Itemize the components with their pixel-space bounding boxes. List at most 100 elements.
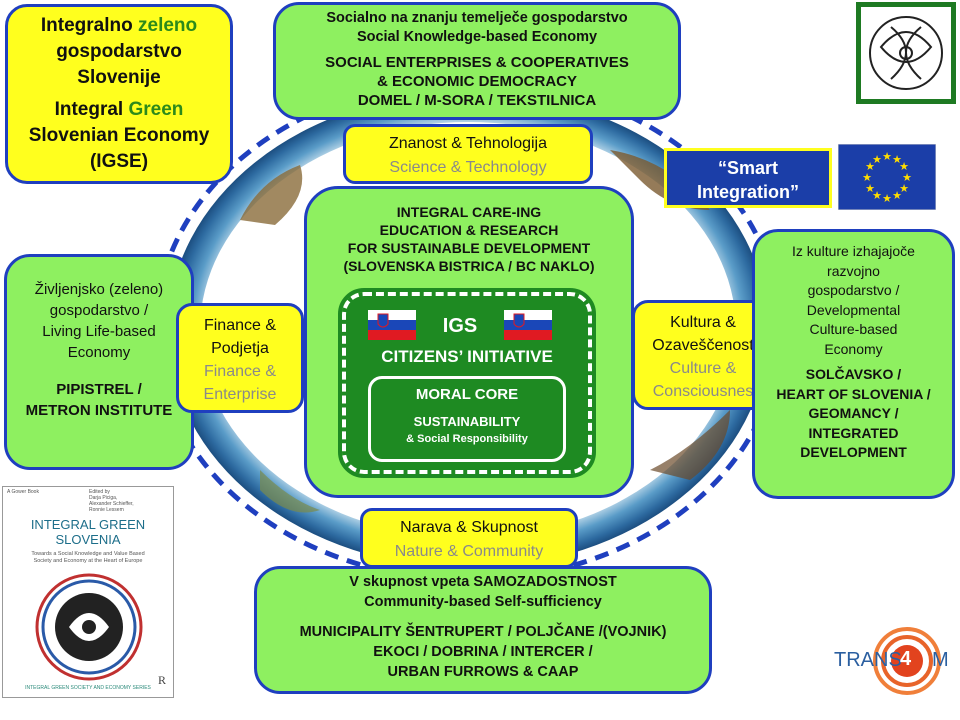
- culture-sl-2: Ozaveščenost: [652, 337, 754, 354]
- culture-line-10: INTEGRATED: [808, 424, 899, 441]
- book-subtitle-2: Society and Economy at the Heart of Euro…: [33, 558, 143, 564]
- igse-title-en-1: Integral: [54, 99, 129, 120]
- svg-text:★: ★: [872, 189, 882, 202]
- culture-line-8: HEART OF SLOVENIA /: [776, 385, 931, 402]
- finance-enterprise-box: Finance & Podjetja Finance & Enterprise: [176, 303, 304, 413]
- igs-citizens-box: IGS CITIZENS’ INITIATIVE MORAL CORE SUST…: [338, 288, 596, 478]
- igs-title: IGS: [442, 315, 478, 337]
- culture-line-3: gospodarstvo /: [807, 282, 900, 298]
- igse-title-box: Integralno zeleno gospodarstvo Slovenije…: [5, 4, 233, 184]
- sustainability-label: SUSTAINABILITY: [413, 414, 521, 429]
- smart-integration-label: “Smart Integration”: [697, 158, 799, 202]
- book-cover: A Gower Book Edited by Darja Piciga, Ale…: [2, 486, 174, 698]
- self-line-2: EKOCI / DOBRINA / INTERCER /: [373, 644, 593, 660]
- culture-line-1: Iz kulture izhajajoče: [792, 243, 915, 259]
- svg-text:★: ★: [865, 182, 875, 195]
- trans4m-text-left: TRANS: [834, 649, 902, 671]
- care-line-2: EDUCATION & RESEARCH: [379, 222, 559, 238]
- book-editor-2: Alexander Schieffer,: [89, 501, 134, 507]
- book-publisher: A Gower Book: [7, 489, 39, 495]
- book-title-1: INTEGRAL GREEN: [30, 517, 146, 532]
- svg-text:★: ★: [899, 160, 909, 173]
- living-line-2: gospodarstvo /: [49, 302, 149, 319]
- living-life-box: Življenjsko (zeleno) gospodarstvo / Livi…: [4, 254, 194, 470]
- eu-flag-icon: ★★★★ ★★★★ ★★★★: [838, 144, 936, 210]
- self-line-3: URBAN FURROWS & CAAP: [387, 664, 579, 680]
- igse-title-en-green: Green: [128, 99, 184, 120]
- igs-subtitle: CITIZENS’ INITIATIVE: [381, 347, 553, 366]
- nature-label-sl: Narava & Skupnost: [400, 519, 538, 536]
- living-line-6: METRON INSTITUTE: [25, 402, 173, 419]
- circle-hands-logo: [856, 2, 956, 104]
- care-line-1: INTEGRAL CARE-ING: [396, 204, 542, 220]
- social-knowledge-box: Socialno na znanju temelječe gospodarstv…: [273, 2, 681, 120]
- living-line-1: Življenjsko (zeleno): [34, 281, 164, 298]
- book-editors: Edited by Darja Piciga, Alexander Schief…: [89, 489, 134, 513]
- nature-community-box: Narava & Skupnost Nature & Community: [360, 508, 578, 568]
- finance-en-2: Enterprise: [203, 386, 277, 403]
- social-line-1: SOCIAL ENTERPRISES & COOPERATIVES: [325, 54, 629, 71]
- culture-sl-1: Kultura &: [670, 314, 736, 331]
- finance-sl-2: Podjetja: [211, 340, 269, 357]
- self-sufficiency-box: V skupnost vpeta SAMOZADOSTNOST Communit…: [254, 566, 712, 694]
- social-title-en: Social Knowledge-based Economy: [356, 29, 598, 45]
- book-subtitle-1: Towards a Social Knowledge and Value Bas…: [31, 551, 145, 557]
- svg-text:★: ★: [892, 153, 902, 166]
- nature-label-en: Nature & Community: [394, 543, 544, 560]
- igse-title-sl-3: Slovenije: [77, 67, 161, 88]
- care-line-3: FOR SUSTAINABLE DEVELOPMENT: [347, 240, 591, 256]
- svg-text:★: ★: [899, 182, 909, 195]
- svg-text:★: ★: [872, 153, 882, 166]
- svg-text:★: ★: [892, 189, 902, 202]
- self-title-prefix: V skupnost vpeta: [349, 574, 474, 590]
- svg-text:★: ★: [882, 150, 892, 163]
- book-publisher-logo: R: [158, 673, 167, 687]
- culture-based-box: Iz kulture izhajajoče razvojno gospodars…: [752, 229, 955, 499]
- trans4m-rings-icon: [873, 627, 941, 695]
- svg-text:★: ★: [862, 171, 872, 184]
- living-line-3: Living Life-based: [42, 323, 156, 340]
- svg-text:★: ★: [902, 171, 912, 184]
- culture-line-7: SOLČAVSKO /: [805, 366, 902, 382]
- science-technology-box: Znanost & Tehnologija Science & Technolo…: [343, 124, 593, 184]
- culture-line-5: Culture-based: [809, 321, 898, 337]
- self-title-bold: SAMOZADOSTNOST: [473, 574, 617, 590]
- finance-sl-1: Finance &: [203, 317, 277, 334]
- culture-line-6: Economy: [824, 340, 883, 357]
- trans4m-number: 4: [900, 648, 912, 670]
- self-line-1: MUNICIPALITY ŠENTRUPERT / POLJČANE /(VOJ…: [299, 624, 667, 640]
- culture-en-2: Consciousnes: [652, 383, 754, 400]
- book-editor-3: Ronnie Lessem: [89, 507, 124, 513]
- smart-integration-box: “Smart Integration”: [664, 148, 832, 208]
- book-editor-1: Darja Piciga,: [89, 495, 118, 501]
- book-emblem-icon: [35, 573, 143, 681]
- book-series: INTEGRAL GREEN SOCIETY AND ECONOMY SERIE…: [25, 685, 151, 691]
- igse-title-en-3: (IGSE): [89, 151, 149, 172]
- igse-title-sl-2: gospodarstvo: [56, 41, 182, 62]
- culture-line-2: razvojno: [827, 262, 880, 279]
- book-title-2: SLOVENIA: [55, 532, 121, 547]
- living-line-4: Economy: [67, 344, 131, 361]
- moral-core-box: MORAL CORE SUSTAINABILITY & Social Respo…: [368, 376, 566, 462]
- culture-line-4: Developmental: [806, 301, 901, 318]
- trans4m-logo: TRANS 4 M: [828, 626, 958, 696]
- science-label-en: Science & Technology: [389, 159, 547, 176]
- slovenia-flag-right-icon: [504, 310, 552, 340]
- svg-text:★: ★: [865, 160, 875, 173]
- culture-en-1: Culture &: [669, 360, 737, 377]
- book-editor-0: Edited by: [89, 489, 110, 495]
- finance-en-1: Finance &: [203, 363, 277, 380]
- igse-title-sl-green: zeleno: [138, 15, 198, 36]
- social-line-3: DOMEL / M-SORA / TEKSTILNICA: [357, 92, 597, 109]
- slovenia-flag-left-icon: [368, 310, 416, 340]
- care-line-4: (SLOVENSKA BISTRICA / BC NAKLO): [343, 258, 595, 274]
- social-line-2: & ECONOMIC DEMOCRACY: [376, 73, 577, 90]
- living-line-5: PIPISTREL /: [56, 381, 142, 398]
- igse-title-en-2: Slovenian Economy: [28, 125, 210, 146]
- moral-core-label: MORAL CORE: [415, 386, 519, 403]
- social-title-sl: Socialno na znanju temelječe gospodarstv…: [326, 10, 628, 26]
- social-responsibility-label: & Social Responsibility: [406, 433, 528, 445]
- svg-text:★: ★: [882, 192, 892, 205]
- self-title-en: Community-based Self-sufficiency: [364, 594, 602, 610]
- culture-line-11: DEVELOPMENT: [800, 444, 907, 460]
